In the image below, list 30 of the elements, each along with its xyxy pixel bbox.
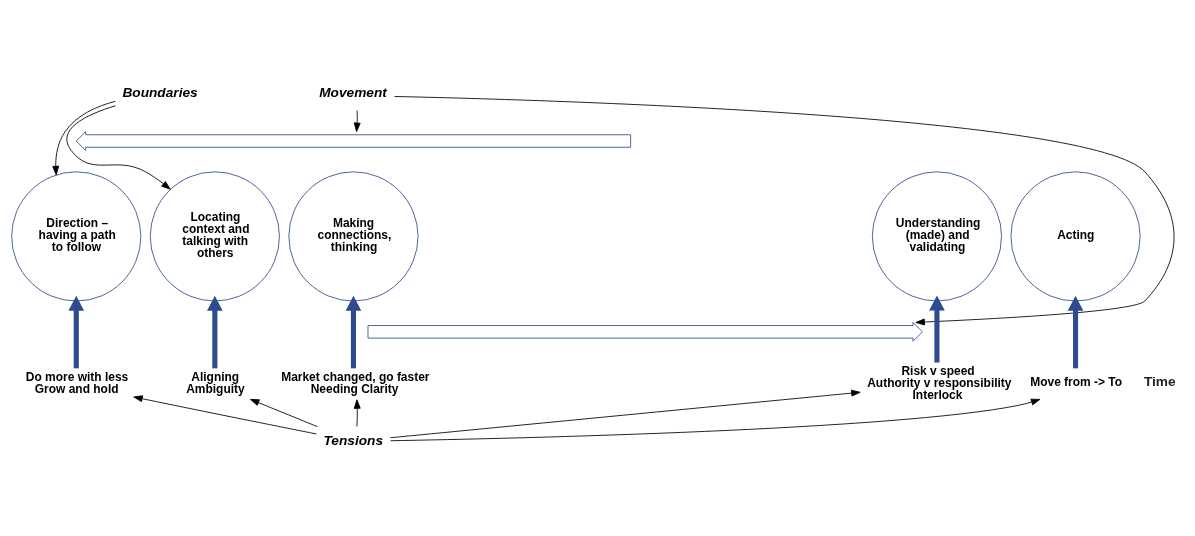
arrow <box>353 109 361 132</box>
arrow <box>1067 295 1084 368</box>
node-arrow <box>75 130 632 151</box>
arrow <box>52 100 116 175</box>
node-arrow <box>367 321 923 342</box>
node-text: Do more with less Grow and hold <box>25 369 129 396</box>
arrow <box>929 295 945 363</box>
arrow <box>389 389 861 438</box>
arrow <box>250 398 318 427</box>
arrow <box>353 398 361 427</box>
arrow <box>68 295 85 368</box>
node-circle: Understanding (made) and validating <box>871 170 1002 301</box>
node-circle: Acting <box>1010 170 1141 301</box>
arrow <box>133 394 317 434</box>
node-circle: Direction – having a path to follow <box>11 170 142 301</box>
arrow <box>394 95 1175 325</box>
node-circle: Making connections, thinking <box>288 170 419 301</box>
node-circle: Locating context and talking with others <box>149 170 280 301</box>
arrow <box>390 398 1041 441</box>
node-text: Tensions <box>323 432 384 448</box>
node-text: Move from -> To <box>1030 374 1123 389</box>
node-text: Boundaries <box>122 84 198 100</box>
label: Time <box>1143 373 1176 389</box>
arrow <box>345 295 362 368</box>
arrow <box>66 104 171 190</box>
node-text: Market changed, go faster Needing Clarity <box>281 369 430 396</box>
node-text: Aligning Ambiguity <box>186 369 245 396</box>
node-text: Movement <box>319 84 387 100</box>
arrow <box>207 295 223 368</box>
node-text: Risk v speed Authority v responsibility Interlock <box>867 363 1012 402</box>
